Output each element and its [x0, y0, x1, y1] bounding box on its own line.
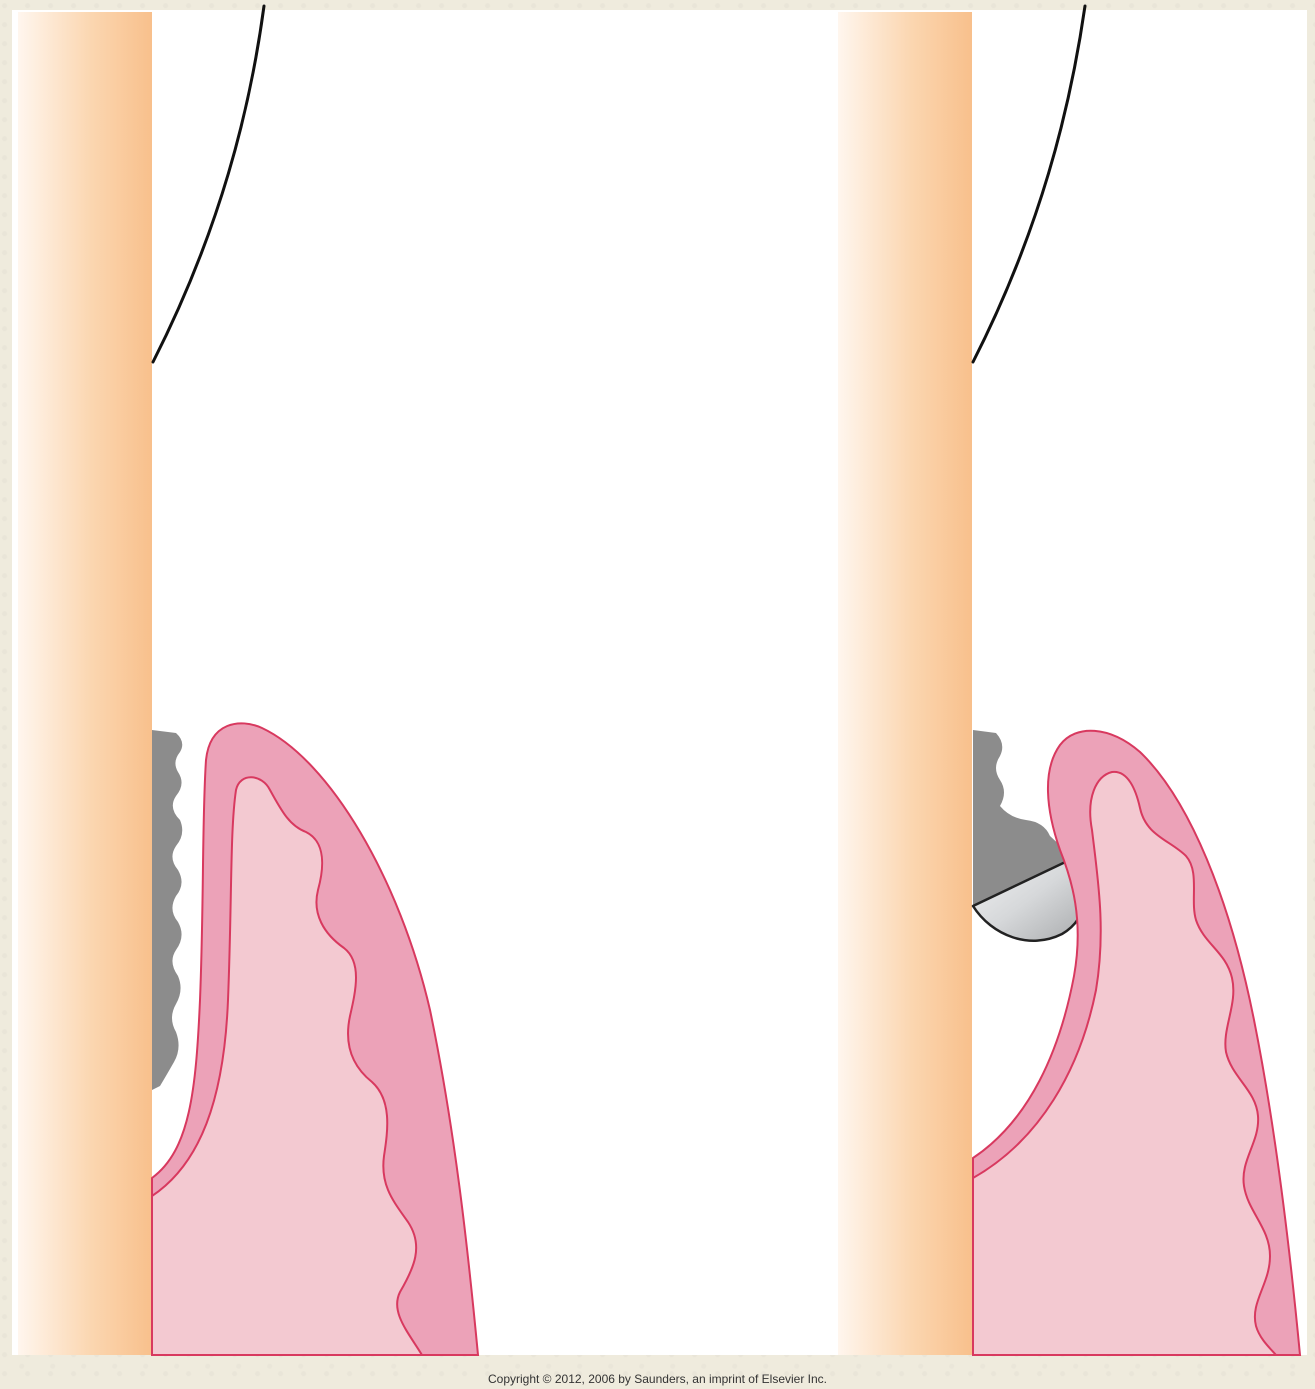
- left-panel: [18, 6, 478, 1355]
- crown-outline-left: [153, 6, 264, 362]
- right-panel: [838, 6, 1300, 1355]
- tooth-root-right: [838, 12, 972, 1355]
- calculus-deposit-left: [152, 730, 182, 1090]
- copyright-caption: Copyright © 2012, 2006 by Saunders, an i…: [0, 1372, 1315, 1386]
- tooth-root-left: [18, 12, 152, 1355]
- crown-outline-right: [973, 6, 1085, 362]
